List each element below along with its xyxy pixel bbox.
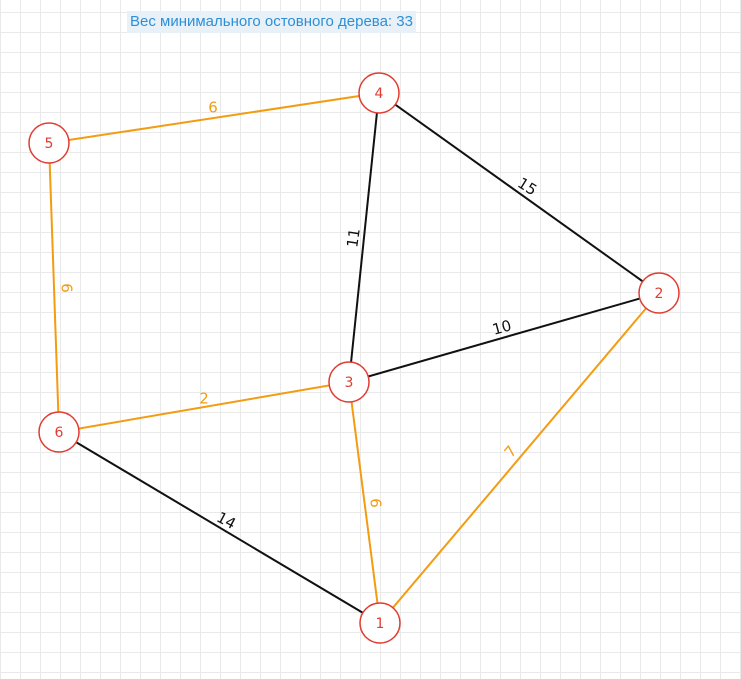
node-1[interactable]: 1 (359, 602, 401, 644)
node-3[interactable]: 3 (328, 361, 370, 403)
node-6[interactable]: 6 (38, 411, 80, 453)
node-circle (28, 122, 70, 164)
node-label: 4 (375, 86, 384, 102)
node-circle (358, 72, 400, 114)
node-label: 5 (45, 136, 54, 152)
edge-2-1 (379, 292, 660, 624)
node-label: 1 (376, 616, 385, 632)
edge-weight-5-4: 6 (208, 99, 218, 117)
node-circle (359, 602, 401, 644)
edge-3-1 (348, 381, 381, 624)
edge-weight-5-6: 6 (58, 283, 76, 293)
edge-4-3 (348, 92, 380, 383)
edge-6-1 (58, 431, 381, 624)
edge-weight-6-3: 2 (199, 390, 209, 408)
node-label: 6 (55, 425, 64, 441)
edge-5-6 (48, 142, 60, 433)
node-label: 2 (655, 286, 664, 302)
node-circle (638, 272, 680, 314)
edge-4-2 (378, 92, 660, 294)
edge-weight-2-1: 7 (501, 442, 521, 461)
edge-6-3 (58, 381, 350, 433)
node-label: 3 (345, 375, 354, 391)
node-2[interactable]: 2 (638, 272, 680, 314)
edge-weight-6-1: 14 (214, 508, 239, 533)
edge-weight-3-2: 10 (490, 316, 513, 338)
edge-5-4 (48, 92, 380, 144)
weights-layer: 6 11 15 10 6 2 14 6 7 (58, 99, 541, 533)
edge-weight-4-2: 15 (514, 174, 540, 199)
edge-weight-3-1: 6 (367, 498, 385, 508)
node-circle (328, 361, 370, 403)
node-circle (38, 411, 80, 453)
edges-layer (48, 92, 660, 624)
edge-weight-4-3: 11 (343, 227, 363, 248)
node-5[interactable]: 5 (28, 122, 70, 164)
mst-weight-label: Вес минимального остовного дерева: 33 (127, 11, 416, 33)
edge-3-2 (348, 292, 660, 383)
nodes-layer: 1 2 3 4 5 6 (28, 72, 680, 644)
node-4[interactable]: 4 (358, 72, 400, 114)
